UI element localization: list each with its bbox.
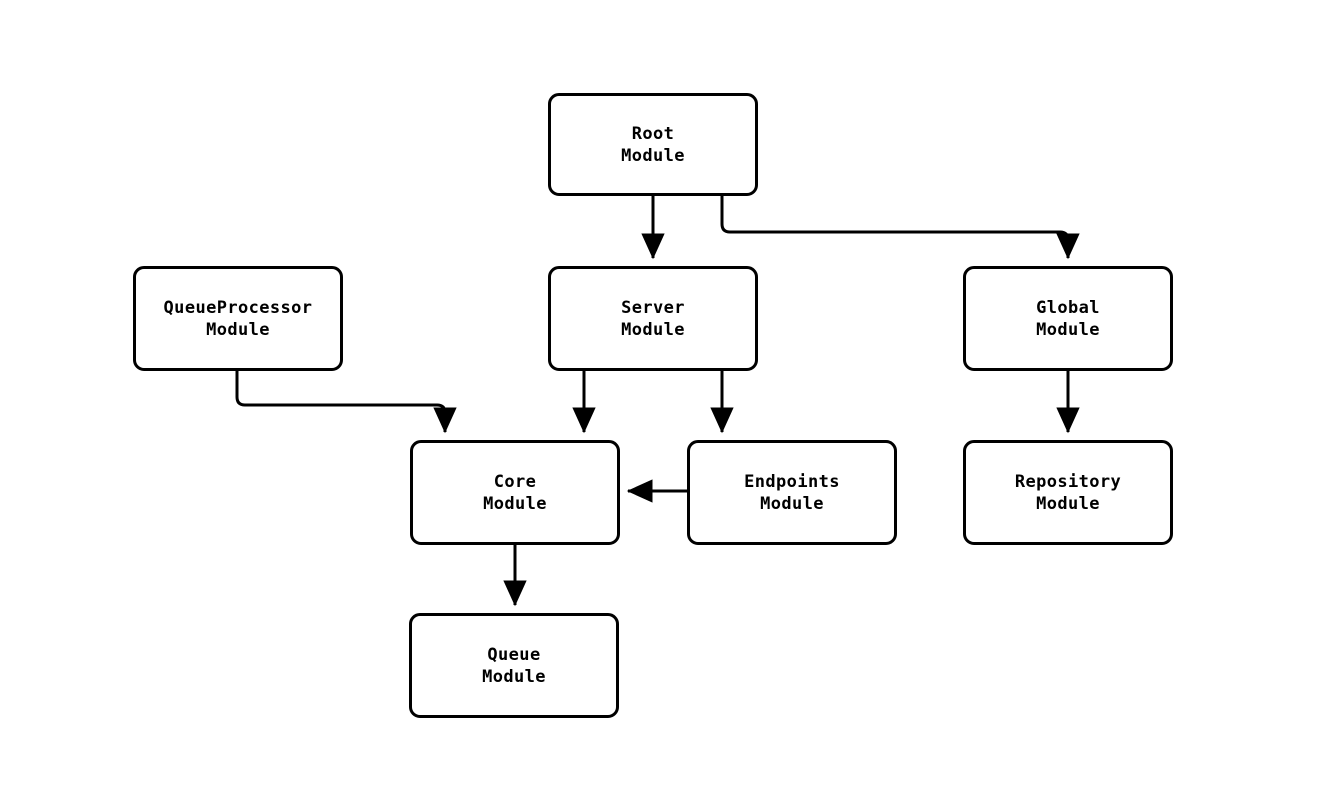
node-root-suffix: Module [621, 145, 685, 166]
node-root[interactable]: Root Module [548, 93, 758, 196]
node-repository[interactable]: Repository Module [963, 440, 1173, 545]
node-global-suffix: Module [1036, 319, 1100, 340]
node-server-suffix: Module [621, 319, 685, 340]
node-endpoints-suffix: Module [760, 493, 824, 514]
node-core-name: Core [493, 471, 537, 492]
edge-root-to-global [720, 196, 1080, 260]
node-core[interactable]: Core Module [410, 440, 620, 545]
edge-queueprocessor-to-core [235, 371, 457, 434]
node-endpoints-name: Endpoints [744, 471, 840, 492]
node-queueprocessor[interactable]: QueueProcessor Module [133, 266, 343, 371]
node-queue[interactable]: Queue Module [409, 613, 619, 718]
node-global[interactable]: Global Module [963, 266, 1173, 371]
node-repository-name: Repository [1014, 471, 1122, 492]
node-queue-suffix: Module [482, 666, 546, 687]
node-server-name: Server [621, 297, 685, 318]
node-global-name: Global [1036, 297, 1100, 318]
node-queueprocessor-name: QueueProcessor [163, 297, 313, 318]
node-queue-name: Queue [487, 644, 541, 665]
node-repository-suffix: Module [1036, 493, 1100, 514]
node-endpoints[interactable]: Endpoints Module [687, 440, 897, 545]
node-root-name: Root [631, 123, 675, 144]
node-core-suffix: Module [483, 493, 547, 514]
node-server[interactable]: Server Module [548, 266, 758, 371]
node-queueprocessor-suffix: Module [206, 319, 270, 340]
